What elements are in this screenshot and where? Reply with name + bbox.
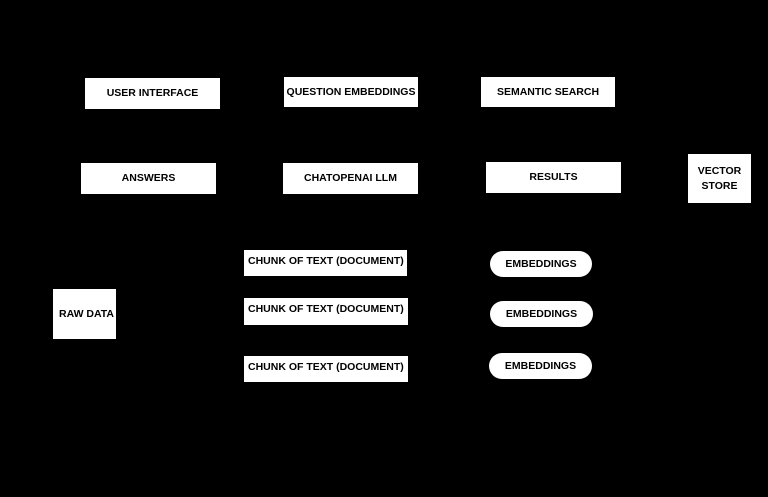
embeddings-node: EMBEDDINGS [490,301,593,327]
results-node: RESULTS [486,162,621,193]
raw-data-node: RAW DATA [53,289,116,339]
user-interface-node: USER INTERFACE [85,78,220,109]
answers-node: ANSWERS [81,163,216,194]
embeddings-node: EMBEDDINGS [489,353,592,379]
chunk-label: CHUNK OF TEXT (DOCUMENT) [248,255,404,267]
embeddings-label: EMBEDDINGS [505,257,577,270]
vector-store-label: VECTOR STORE [697,165,742,192]
user-interface-label: USER INTERFACE [106,87,199,100]
embeddings-node: EMBEDDINGS [490,251,592,277]
semantic-search-label: SEMANTIC SEARCH [496,85,600,98]
question-embeddings-label: QUESTION EMBEDDINGS [286,85,416,98]
embeddings-label: EMBEDDINGS [505,307,578,320]
semantic-search-node: SEMANTIC SEARCH [481,77,615,107]
chunk-label: CHUNK OF TEXT (DOCUMENT) [248,361,404,373]
chunk-node: CHUNK OF TEXT (DOCUMENT) [244,250,407,276]
raw-data-label: RAW DATA [59,307,115,320]
results-label: RESULTS [529,171,578,184]
chat-llm-node: CHATOPENAI LLM [283,163,418,194]
chunk-label: CHUNK OF TEXT (DOCUMENT) [248,303,404,315]
embeddings-label: EMBEDDINGS [504,359,577,372]
answers-label: ANSWERS [121,172,176,185]
question-embeddings-node: QUESTION EMBEDDINGS [284,77,418,107]
vector-store-node: VECTOR STORE [688,154,751,203]
chunk-node: CHUNK OF TEXT (DOCUMENT) [244,356,408,382]
chunk-node: CHUNK OF TEXT (DOCUMENT) [244,298,408,325]
chat-llm-label: CHATOPENAI LLM [304,172,397,185]
